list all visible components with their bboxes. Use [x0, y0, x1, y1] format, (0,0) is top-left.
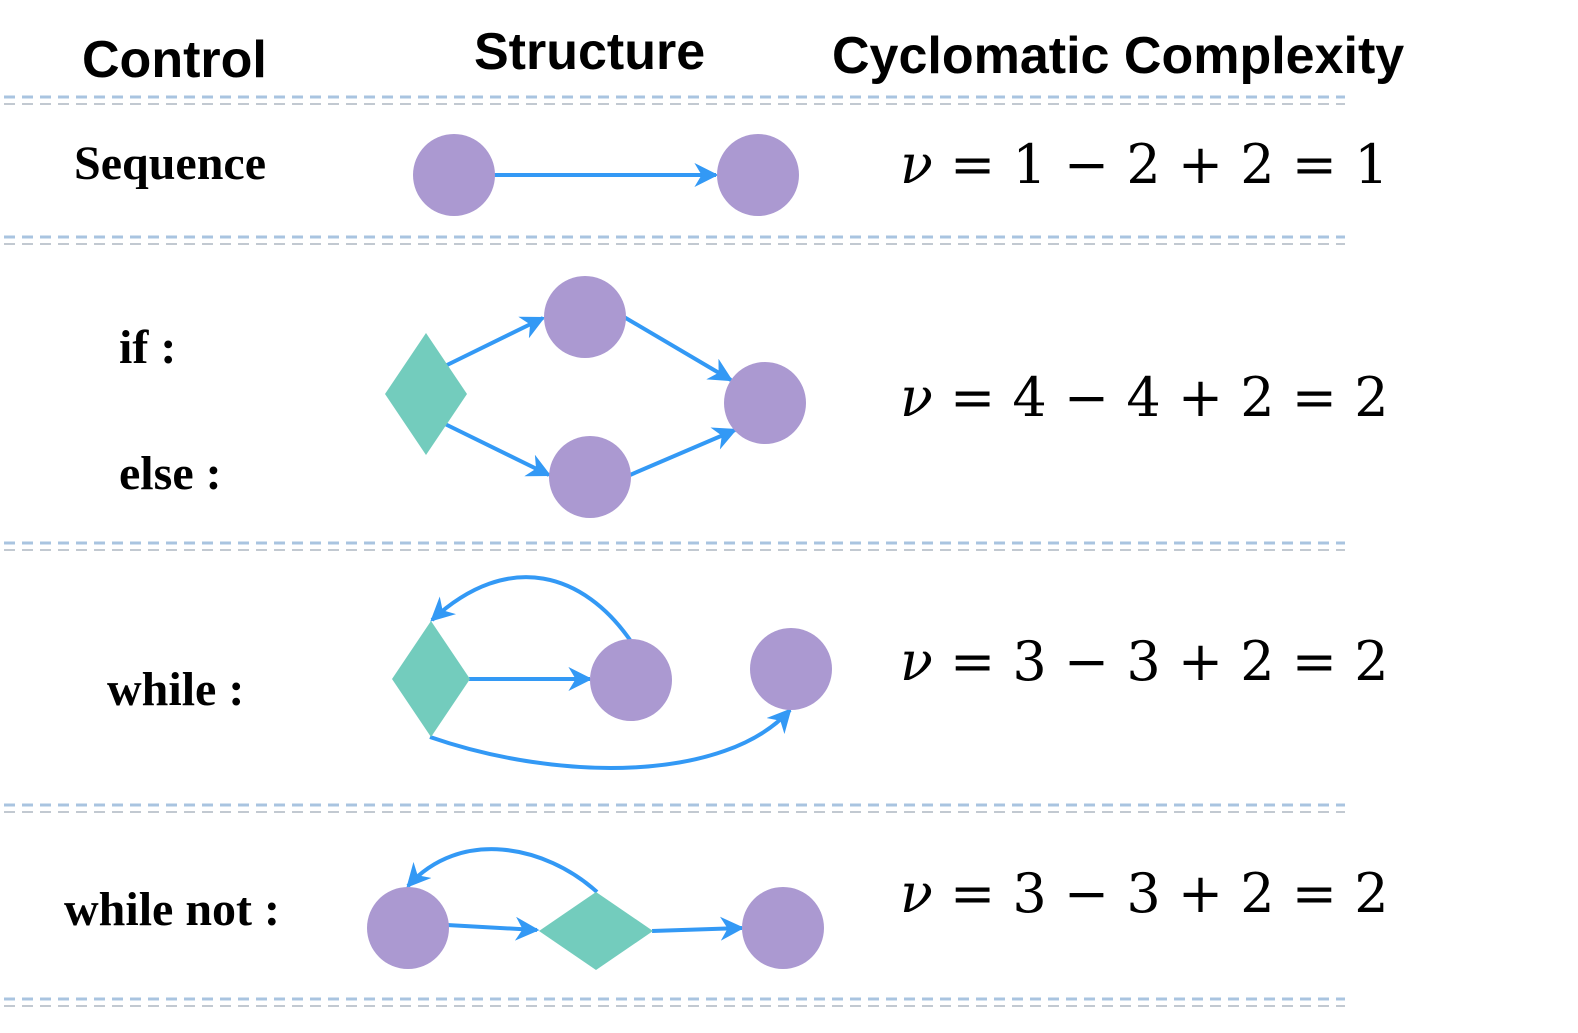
decision-node: [539, 892, 653, 970]
separator: [4, 95, 1345, 105]
edge-arrow: [651, 916, 745, 941]
edge-arrow: [444, 316, 546, 368]
label-else: else :: [119, 447, 222, 500]
separator: [4, 235, 1345, 245]
if-else-structure: [385, 276, 806, 518]
process-node: [717, 134, 799, 216]
process-node: [544, 276, 626, 358]
formula-while-not: ν = 3 − 3 + 2 = 2: [900, 862, 1389, 925]
edge-arrow: [446, 916, 540, 941]
edge-arrow: [444, 422, 552, 477]
formula-sequence: ν = 1 − 2 + 2 = 1: [900, 133, 1389, 196]
separator: [4, 997, 1345, 1007]
separator: [4, 803, 1345, 813]
row-separators: [4, 95, 1345, 1007]
header-cyclomatic-complexity: Cyclomatic Complexity: [832, 27, 1405, 85]
process-node: [590, 639, 672, 721]
process-node: [750, 628, 832, 710]
separator: [4, 541, 1345, 551]
process-node: [724, 362, 806, 444]
label-while: while :: [107, 663, 245, 716]
formula-while: ν = 3 − 3 + 2 = 2: [900, 630, 1389, 693]
while-structure: [392, 575, 832, 770]
label-sequence: Sequence: [74, 137, 266, 190]
while-not-structure: [367, 847, 824, 970]
process-node: [367, 887, 449, 969]
loop-back-arrow: [406, 847, 599, 894]
process-node: [413, 134, 495, 216]
sequence-structure: [413, 134, 799, 216]
exit-arrow: [429, 708, 792, 770]
process-node: [549, 436, 631, 518]
edge-arrow: [622, 315, 734, 382]
decision-node: [392, 621, 470, 737]
label-while-not: while not :: [64, 883, 280, 936]
loop-back-arrow: [430, 575, 632, 642]
label-if: if :: [119, 321, 177, 374]
formula-if-else: ν = 4 − 4 + 2 = 2: [900, 366, 1389, 429]
process-node: [742, 887, 824, 969]
header-control: Control: [82, 31, 267, 89]
header-structure: Structure: [474, 23, 706, 81]
edge-arrow: [629, 427, 738, 477]
decision-node: [385, 333, 467, 455]
